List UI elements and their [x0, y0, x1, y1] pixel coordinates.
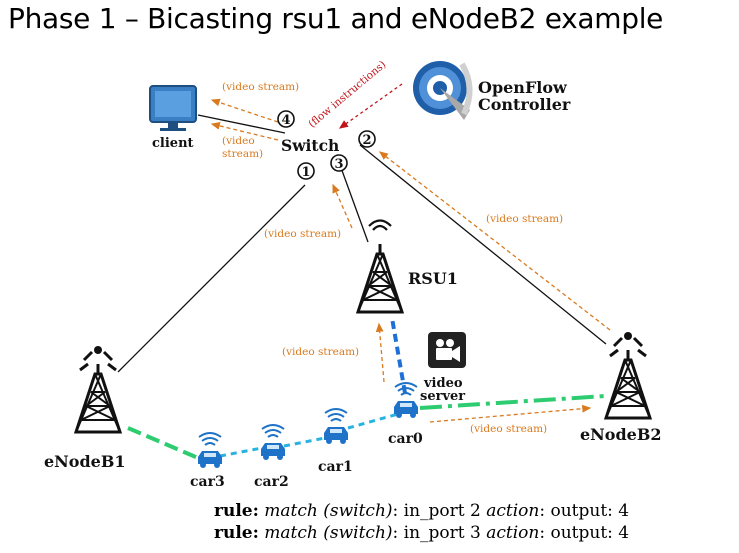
arrow-switch-client-1	[210, 98, 279, 123]
controller-label-line2: Controller	[478, 95, 571, 114]
stream-label-enodeb2-switch: (video stream)	[486, 213, 563, 225]
page-title: Phase 1 – Bicasting rsu1 and eNodeB2 exa…	[8, 2, 664, 35]
arrow-rsu1-switch	[332, 183, 353, 229]
link-switch-rsu1	[339, 164, 369, 243]
link-car1-car0	[347, 412, 399, 430]
port-3: 3	[330, 154, 348, 172]
rule-line-2: rule: match (switch): in_port 3 action: …	[214, 523, 630, 543]
stream-label-rsu1: (video stream)	[264, 228, 341, 240]
link-switch-enodeb2	[359, 144, 607, 345]
car1-label: car1	[318, 459, 353, 475]
video-server-label-line2: server	[420, 389, 465, 404]
enodeb1-tower-icon	[74, 346, 122, 434]
link-car2-car1	[283, 436, 326, 448]
enodeb2-label: eNodeB2	[580, 425, 662, 444]
switch-label: Switch	[281, 136, 339, 155]
stream-label-car0-enodeb2: (video stream)	[470, 423, 547, 435]
stream-label-client-video: (video	[222, 135, 255, 147]
rules-block: rule: match (switch): in_port 2 action: …	[214, 500, 629, 544]
enodeb2-tower-icon	[604, 332, 652, 420]
openflow-logo-icon	[413, 61, 473, 120]
arrow-car0-enodeb2	[429, 404, 592, 423]
svg-text:3: 3	[335, 157, 344, 172]
svg-text:2: 2	[363, 133, 372, 148]
link-car0-enodeb2	[419, 394, 607, 410]
svg-text:4: 4	[282, 113, 291, 128]
rule-line-1: rule: match (switch): in_port 2 action: …	[214, 501, 630, 521]
arrow-car0-rsu1	[375, 322, 385, 383]
car2-label: car2	[254, 474, 289, 490]
svg-text:1: 1	[302, 165, 311, 180]
arrow-enodeb2-switch	[378, 151, 611, 331]
port-4: 4	[277, 110, 295, 128]
arrow-controller-switch	[338, 83, 403, 129]
monitor-icon	[149, 85, 197, 131]
link-switch-enodeb1	[117, 184, 306, 373]
car2-icon	[260, 424, 286, 461]
rsu1-label: RSU1	[408, 269, 458, 288]
car3-label: car3	[190, 474, 225, 490]
rsu1-tower-icon	[356, 219, 404, 314]
stream-label-car0-rsu1: (video stream)	[282, 346, 359, 358]
video-camera-icon	[428, 332, 466, 368]
client-label: client	[152, 136, 194, 151]
link-car3-car2	[219, 446, 263, 458]
controller-label-line1: OpenFlow	[478, 78, 568, 97]
port-2: 2	[358, 130, 376, 148]
car1-icon	[323, 408, 349, 445]
link-switch-client	[197, 114, 286, 134]
link-enodeb1-car3	[127, 426, 199, 460]
car3-icon	[197, 432, 223, 469]
stream-label-client-top: (video stream)	[222, 81, 299, 93]
arrow-switch-client-2	[210, 122, 279, 141]
enodeb1-label: eNodeB1	[44, 452, 126, 471]
flow-instructions-label: (flow instructions)	[306, 59, 388, 131]
port-1: 1	[297, 162, 315, 180]
link-car0-rsu1	[390, 317, 407, 394]
car0-icon	[393, 382, 419, 419]
video-server-label-line1: video	[423, 376, 463, 391]
car0-label: car0	[388, 431, 423, 447]
stream-label-client-stream: stream)	[222, 148, 263, 160]
